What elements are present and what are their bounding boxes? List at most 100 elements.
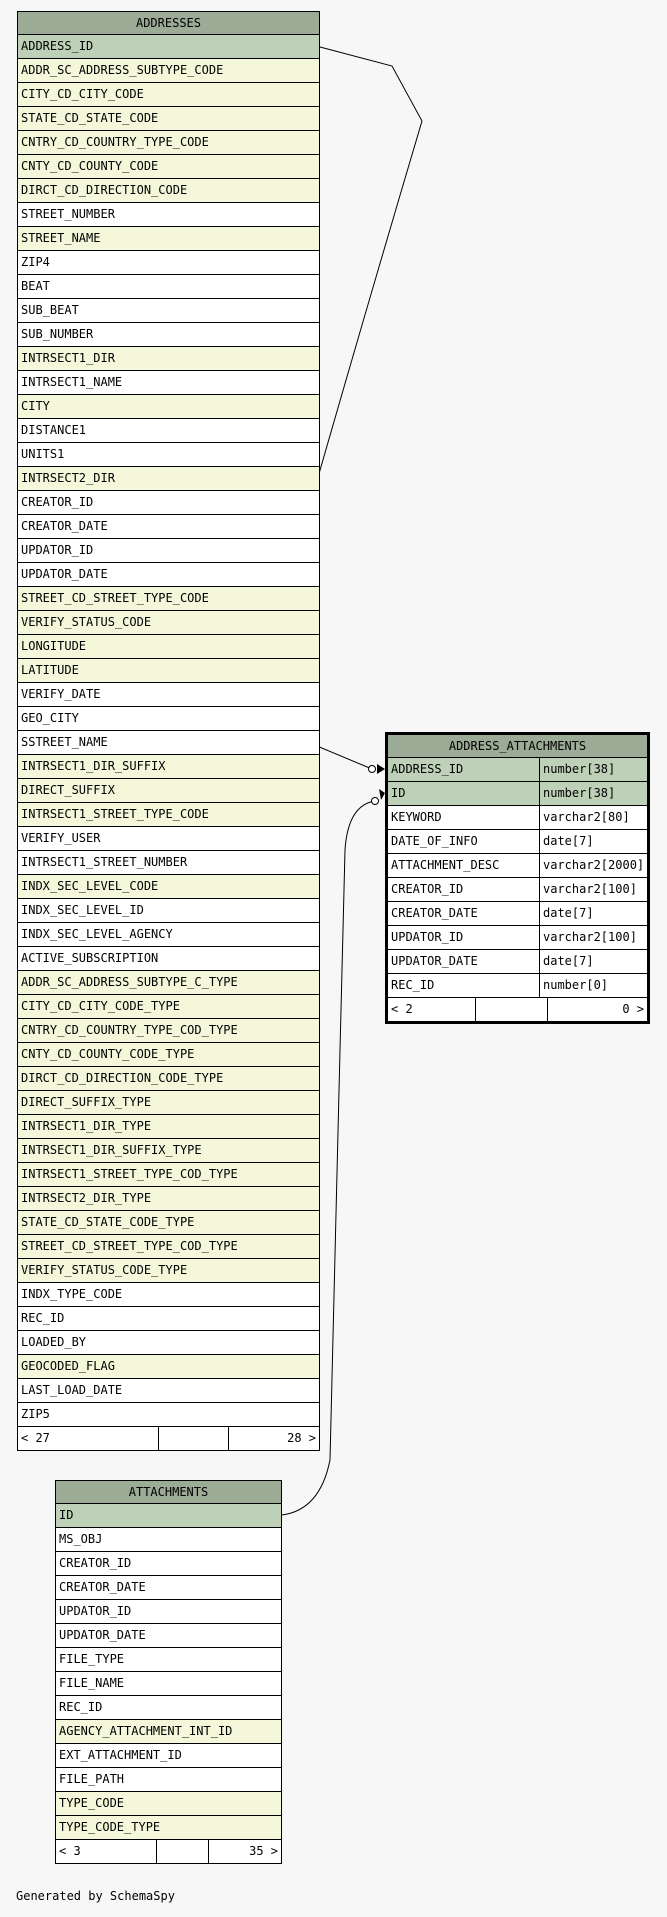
table-row[interactable]: DISTANCE1 (18, 419, 319, 443)
table-row[interactable]: INTRSECT1_STREET_TYPE_COD_TYPE (18, 1163, 319, 1187)
footer-right-count: 0 > (622, 1002, 644, 1016)
table-row[interactable]: CREATOR_DATE (18, 515, 319, 539)
table-row[interactable]: UPDATOR_ID (56, 1600, 281, 1624)
table-row[interactable]: STREET_CD_STREET_TYPE_COD_TYPE (18, 1235, 319, 1259)
table-row[interactable]: INTRSECT2_DIR (18, 467, 319, 491)
table-row[interactable]: DIRECT_SUFFIX_TYPE (18, 1091, 319, 1115)
table-row[interactable]: SUB_BEAT (18, 299, 319, 323)
table-row[interactable]: UPDATOR_ID (18, 539, 319, 563)
table-row[interactable]: INTRSECT1_DIR_SUFFIX_TYPE (18, 1139, 319, 1163)
table-row[interactable]: ID (56, 1504, 281, 1528)
table-row[interactable]: INDX_SEC_LEVEL_CODE (18, 875, 319, 899)
table-row[interactable]: REC_ID (18, 1307, 319, 1331)
table-row[interactable]: GEOCODED_FLAG (18, 1355, 319, 1379)
table-row[interactable]: INTRSECT1_DIR_SUFFIX (18, 755, 319, 779)
table-row[interactable]: EXT_ATTACHMENT_ID (56, 1744, 281, 1768)
table-row[interactable]: INTRSECT1_STREET_NUMBER (18, 851, 319, 875)
table-row[interactable]: BEAT (18, 275, 319, 299)
table-row[interactable]: GEO_CITY (18, 707, 319, 731)
table-row[interactable]: SUB_NUMBER (18, 323, 319, 347)
table-row[interactable]: LATITUDE (18, 659, 319, 683)
column-name: LATITUDE (21, 663, 79, 677)
table-row[interactable]: VERIFY_USER (18, 827, 319, 851)
table-row[interactable]: INTRSECT1_DIR (18, 347, 319, 371)
table-row[interactable]: CITY (18, 395, 319, 419)
table-row[interactable]: ADDR_SC_ADDRESS_SUBTYPE_C_TYPE (18, 971, 319, 995)
table-row[interactable]: DIRCT_CD_DIRECTION_CODE (18, 179, 319, 203)
column-name: CNTRY_CD_COUNTRY_TYPE_CODE (21, 135, 209, 149)
table-row[interactable]: TYPE_CODE (56, 1792, 281, 1816)
table-row[interactable]: FILE_NAME (56, 1672, 281, 1696)
table-row[interactable]: INTRSECT1_NAME (18, 371, 319, 395)
table-row[interactable]: INTRSECT1_STREET_TYPE_CODE (18, 803, 319, 827)
table-row[interactable]: INDX_SEC_LEVEL_AGENCY (18, 923, 319, 947)
table-row[interactable]: LONGITUDE (18, 635, 319, 659)
table-row[interactable]: TYPE_CODE_TYPE (56, 1816, 281, 1840)
table-row[interactable]: FILE_PATH (56, 1768, 281, 1792)
table-row[interactable]: CNTY_CD_COUNTY_CODE_TYPE (18, 1043, 319, 1067)
table-row[interactable]: ADDR_SC_ADDRESS_SUBTYPE_CODE (18, 59, 319, 83)
table-row[interactable]: CNTRY_CD_COUNTRY_TYPE_COD_TYPE (18, 1019, 319, 1043)
table-row[interactable]: STATE_CD_STATE_CODE_TYPE (18, 1211, 319, 1235)
table-row[interactable]: ZIP4 (18, 251, 319, 275)
table-row[interactable]: UNITS1 (18, 443, 319, 467)
table-header[interactable]: ADDRESS_ATTACHMENTS (388, 735, 647, 758)
column-name: STATE_CD_STATE_CODE_TYPE (21, 1215, 195, 1229)
table-row[interactable]: ACTIVE_SUBSCRIPTION (18, 947, 319, 971)
table-row[interactable]: CNTY_CD_COUNTY_CODE (18, 155, 319, 179)
table-row[interactable]: DIRECT_SUFFIX (18, 779, 319, 803)
table-header[interactable]: ADDRESSES (18, 12, 319, 35)
table-row[interactable]: INDX_SEC_LEVEL_ID (18, 899, 319, 923)
table-row[interactable]: STATE_CD_STATE_CODE (18, 107, 319, 131)
table-row[interactable]: ZIP5 (18, 1403, 319, 1427)
table-row[interactable]: VERIFY_STATUS_CODE_TYPE (18, 1259, 319, 1283)
table-row[interactable]: CREATOR_ID (56, 1552, 281, 1576)
table-row[interactable]: MS_OBJ (56, 1528, 281, 1552)
table-row[interactable]: AGENCY_ATTACHMENT_INT_ID (56, 1720, 281, 1744)
table-row[interactable]: STREET_NAME (18, 227, 319, 251)
column-name: GEOCODED_FLAG (21, 1359, 115, 1373)
table-row[interactable]: STREET_CD_STREET_TYPE_CODE (18, 587, 319, 611)
column-name: UPDATOR_DATE (21, 567, 108, 581)
table-row[interactable]: INDX_TYPE_CODE (18, 1283, 319, 1307)
table-row[interactable]: LAST_LOAD_DATE (18, 1379, 319, 1403)
table-row[interactable]: STREET_NUMBER (18, 203, 319, 227)
column-name: INTRSECT1_STREET_TYPE_CODE (21, 807, 209, 821)
table-row[interactable]: CITY_CD_CITY_CODE_TYPE (18, 995, 319, 1019)
table-row[interactable]: DIRCT_CD_DIRECTION_CODE_TYPE (18, 1067, 319, 1091)
table-row[interactable]: SSTREET_NAME (18, 731, 319, 755)
table-row[interactable]: INTRSECT1_DIR_TYPE (18, 1115, 319, 1139)
table-row[interactable]: INTRSECT2_DIR_TYPE (18, 1187, 319, 1211)
table-row[interactable]: CITY_CD_CITY_CODE (18, 83, 319, 107)
table-row[interactable]: UPDATOR_DATE (56, 1624, 281, 1648)
table-row[interactable]: ADDRESS_ID (18, 35, 319, 59)
column-name: BEAT (21, 279, 50, 293)
column-name: VERIFY_DATE (21, 687, 101, 701)
table-row[interactable]: LOADED_BY (18, 1331, 319, 1355)
table-row[interactable]: FILE_TYPE (56, 1648, 281, 1672)
table-row[interactable]: VERIFY_DATE (18, 683, 319, 707)
column-name: ADDR_SC_ADDRESS_SUBTYPE_C_TYPE (21, 975, 238, 989)
table-row[interactable]: VERIFY_STATUS_CODE (18, 611, 319, 635)
relation-end-arrow (379, 789, 385, 800)
table-row[interactable]: UPDATOR_DATE (18, 563, 319, 587)
table-header[interactable]: ATTACHMENTS (56, 1481, 281, 1504)
table-row[interactable]: CNTRY_CD_COUNTRY_TYPE_CODE (18, 131, 319, 155)
table-row[interactable]: REC_ID (56, 1696, 281, 1720)
table-row[interactable]: CREATOR_DATE (56, 1576, 281, 1600)
table-row[interactable]: CREATOR_ID (18, 491, 319, 515)
